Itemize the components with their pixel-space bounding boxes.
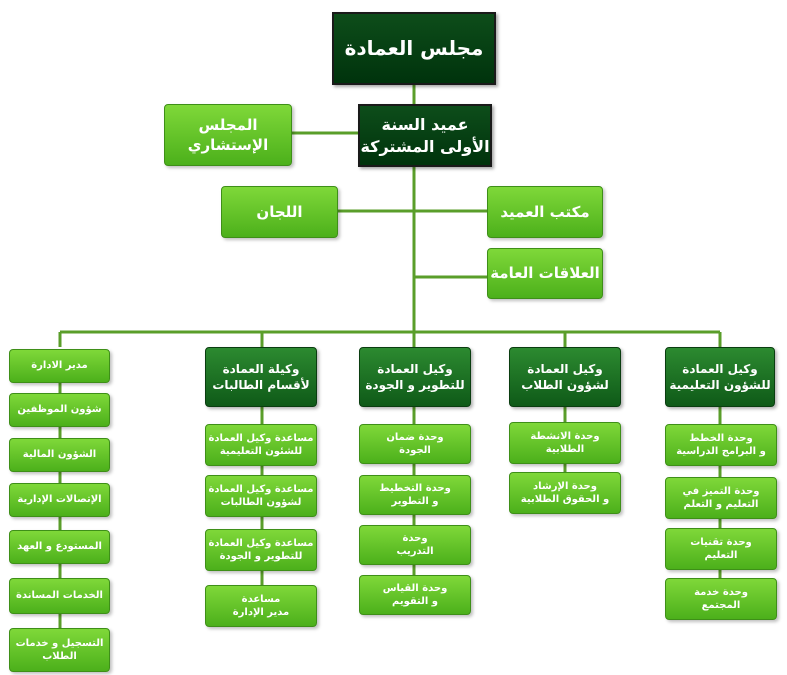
advisory-council-box: المجلس الإستشاري (164, 104, 292, 166)
public-relations-box: العلاقات العامة (487, 248, 603, 299)
council-box: مجلس العمادة (332, 12, 496, 85)
edu-unit-box: وحدة التميز في التعليم و التعلم (665, 477, 777, 519)
admin-unit-box: الشؤون المالية (9, 438, 110, 472)
edu-unit-box: وحدة الخطط و البرامج الدراسية (665, 424, 777, 466)
admin-unit-box: الخدمات المساندة (9, 578, 110, 614)
female-unit-box: مساعدة وكيل العمادة للشئون التعليمية (205, 424, 317, 466)
admin-unit-box: مدير الادارة (9, 349, 110, 383)
admin-unit-box: التسجيل و خدمات الطلاب (9, 628, 110, 672)
admin-unit-box: الإتصالات الإدارية (9, 483, 110, 517)
admin-unit-box: شؤون الموظفين (9, 393, 110, 427)
vice-students-box: وكيل العمادة لشؤون الطلاب (509, 347, 621, 407)
dean-office-box: مكتب العميد (487, 186, 603, 238)
dev-unit-box: وحدة ضمان الجودة (359, 424, 471, 464)
female-unit-box: مساعدة مدير الإدارة (205, 585, 317, 627)
dev-unit-box: وحدة التخطيط و التطوير (359, 475, 471, 515)
admin-unit-box: المستودع و العهد (9, 530, 110, 564)
vice-development-box: وكيل العمادة للتطوير و الجودة (359, 347, 471, 407)
student-unit-box: وحدة الإرشاد و الحقوق الطلابية (509, 472, 621, 514)
edu-unit-box: وحدة خدمة المجتمع (665, 578, 777, 620)
female-unit-box: مساعدة وكيل العمادة لشؤون الطالبات (205, 475, 317, 517)
female-unit-box: مساعدة وكيل العمادة للتطوير و الجودة (205, 529, 317, 571)
committees-box: اللجان (221, 186, 338, 238)
edu-unit-box: وحدة تقنيات التعليم (665, 528, 777, 570)
dev-unit-box: وحدة القياس و التقويم (359, 575, 471, 615)
vice-female-box: وكيلة العمادة لأقسام الطالبات (205, 347, 317, 407)
dean-box: عميد السنة الأولى المشتركة (358, 104, 492, 167)
dev-unit-box: وحدة التدريب (359, 525, 471, 565)
vice-educational-box: وكيل العمادة للشؤون التعليمية (665, 347, 775, 407)
student-unit-box: وحدة الانشطة الطلابية (509, 422, 621, 464)
